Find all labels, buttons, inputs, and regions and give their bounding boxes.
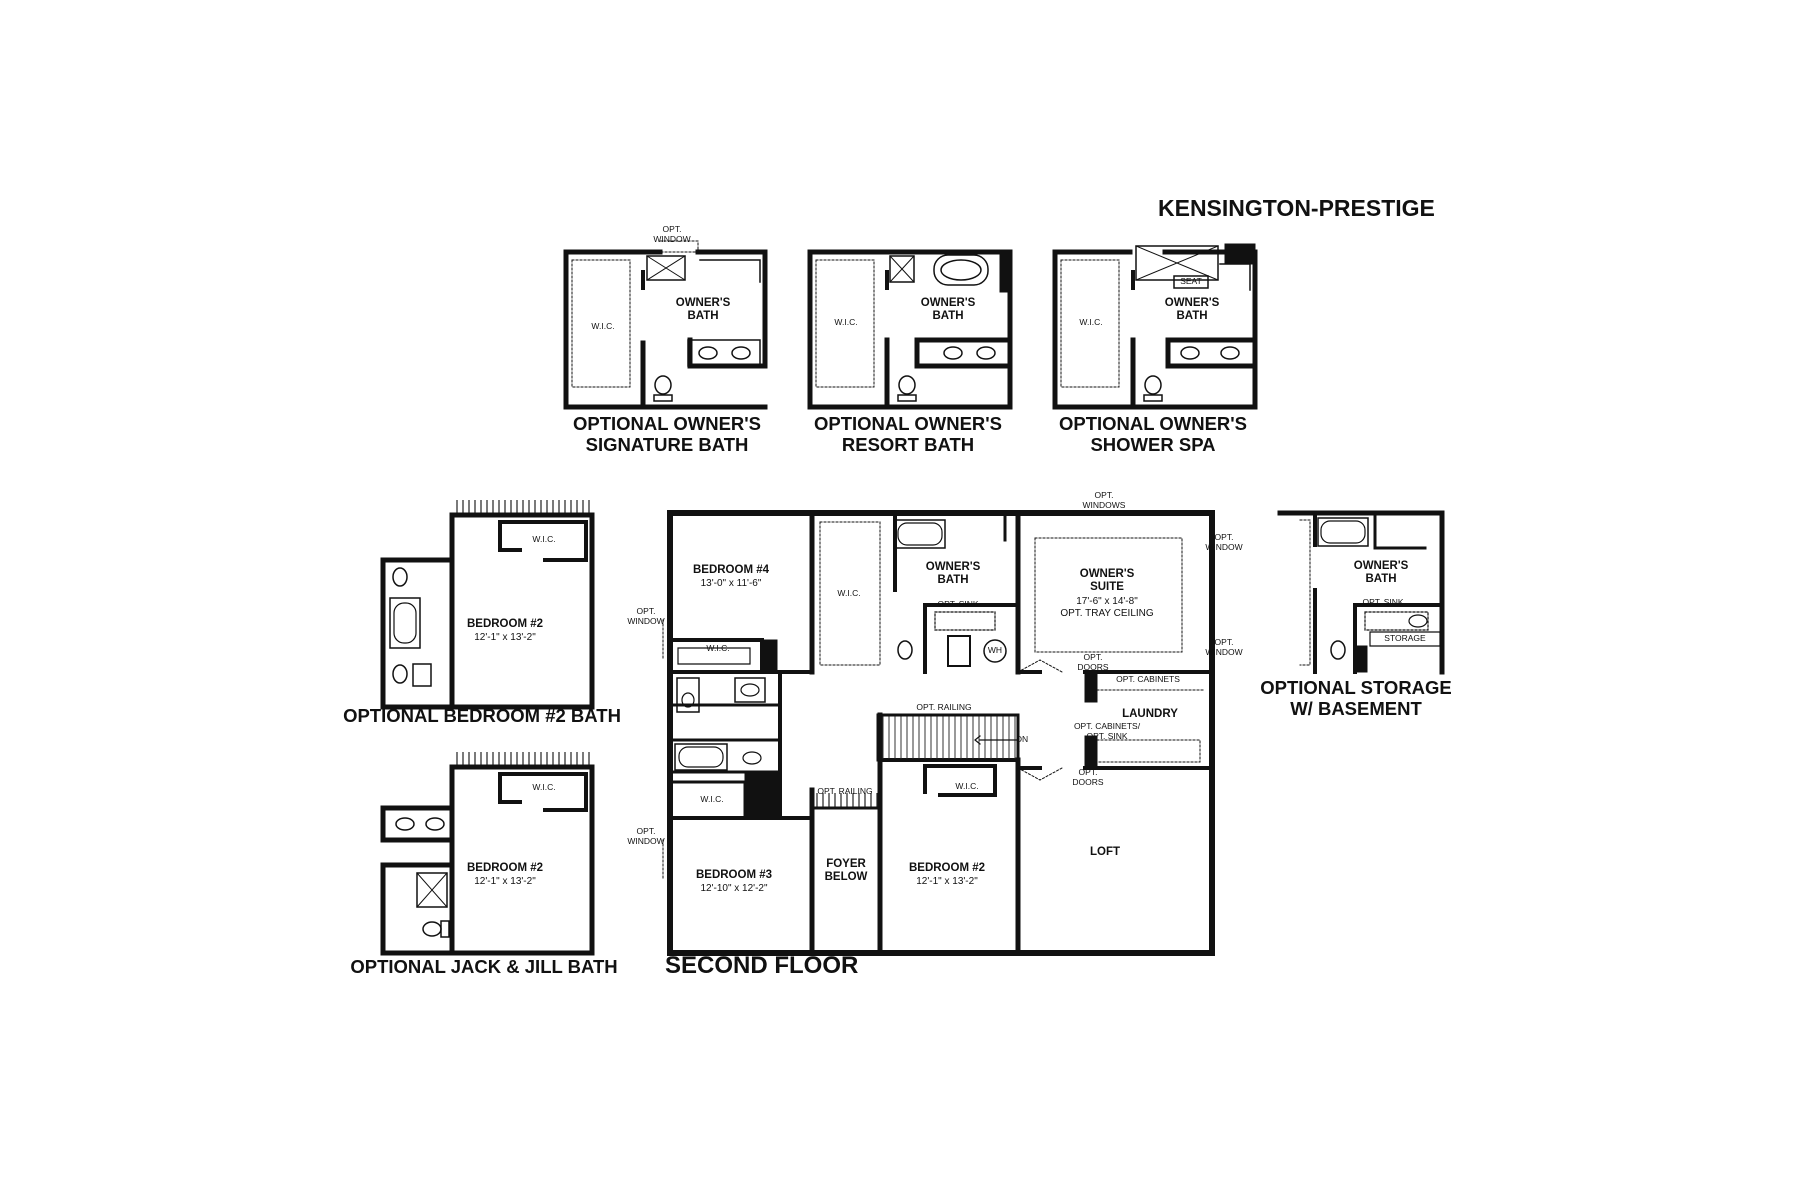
loft-opt-doors-label: OPT. DOORS	[1072, 767, 1104, 787]
suite-opt-windows-label: OPT. WINDOWS	[1082, 490, 1126, 510]
owners-suite-tray-ceiling: OPT. TRAY CEILING	[1060, 608, 1154, 619]
signature-wic-label: W.I.C.	[591, 321, 615, 331]
jack-jill-wic-label: W.I.C.	[532, 782, 556, 792]
resort-wic-label: W.I.C.	[834, 317, 858, 327]
shower-spa-plan	[1052, 243, 1258, 410]
signature-opt-window-label: OPT. WINDOW	[653, 224, 691, 244]
jack-jill-bath-caption: OPTIONAL JACK & JILL BATH	[350, 956, 618, 977]
second-floor-caption: SECOND FLOOR	[665, 952, 859, 979]
second-floor-plan	[667, 510, 1215, 956]
plan-title: KENSINGTON-PRESTIGE	[1158, 195, 1435, 221]
shower-spa-owners-bath-label: OWNER'S BATH	[1164, 297, 1220, 322]
laundry-label: LAUNDRY	[1122, 708, 1178, 720]
owners-opt-sink-label: OPT. SINK	[937, 599, 979, 609]
bedroom4-dimensions: 13'-0" x 11'-6"	[700, 578, 762, 589]
bedroom2-wic-label: W.I.C.	[955, 781, 979, 791]
shower-spa-seat-label: SEAT	[1180, 276, 1202, 286]
bedroom3-dimensions: 12'-10" x 12'-2"	[700, 883, 768, 894]
stair-opt-railing-label: OPT. RAILING	[916, 702, 972, 712]
opt-bedroom2-dimensions: 12'-1" x 13'-2"	[474, 632, 536, 643]
shower-spa-caption: OPTIONAL OWNER'S SHOWER SPA	[1058, 413, 1248, 455]
jack-jill-bedroom2-label: BEDROOM #2	[466, 862, 544, 874]
suite-opt-doors-label: OPT. DOORS	[1077, 652, 1109, 672]
storage-plan	[1277, 510, 1445, 675]
resort-owners-bath-label: OWNER'S BATH	[920, 297, 976, 322]
signature-bath-caption: OPTIONAL OWNER'S SIGNATURE BATH	[572, 413, 762, 455]
bedroom4-label: BEDROOM #4	[692, 564, 770, 576]
resort-bath-caption: OPTIONAL OWNER'S RESORT BATH	[813, 413, 1003, 455]
jack-jill-bedroom2-dimensions: 12'-1" x 13'-2"	[474, 876, 536, 887]
signature-owners-bath-label: OWNER'S BATH	[675, 297, 731, 322]
owners-suite-dimensions: 17'-6" x 14'-8"	[1076, 596, 1138, 607]
storage-label: STORAGE	[1384, 633, 1426, 643]
bedroom4-wic-label: W.I.C.	[706, 643, 730, 653]
bedroom2-dimensions: 12'-1" x 13'-2"	[916, 876, 978, 887]
bedroom3-wic-label: W.I.C.	[700, 794, 724, 804]
resort-bath-plan	[807, 249, 1013, 410]
owners-bath-label: OWNER'S BATH	[925, 561, 981, 586]
bedroom4-opt-window-label: OPT. WINDOW	[627, 606, 665, 626]
storage-caption: OPTIONAL STORAGE W/ BASEMENT	[1260, 677, 1452, 719]
laundry-opt-cabinets-label: OPT. CABINETS	[1116, 674, 1180, 684]
storage-owners-bath-label: OWNER'S BATH	[1353, 560, 1409, 585]
suite-opt-window-label-2: OPT. WINDOW	[1205, 637, 1243, 657]
bedroom3-opt-window-label: OPT. WINDOW	[627, 826, 665, 846]
foyer-opt-railing-label: OPT. RAILING	[817, 786, 873, 796]
bedroom2-label: BEDROOM #2	[908, 862, 986, 874]
loft-label: LOFT	[1089, 846, 1121, 858]
suite-opt-window-label-1: OPT. WINDOW	[1205, 532, 1243, 552]
owners-suite-label: OWNER'S SUITE	[1079, 568, 1135, 593]
owners-wic-label: W.I.C.	[837, 588, 861, 598]
opt-bedroom2-label: BEDROOM #2	[466, 618, 544, 630]
opt-bedroom2-bath-caption: OPTIONAL BEDROOM #2 BATH	[343, 705, 621, 726]
laundry-opt-cabinets-sink-label: OPT. CABINETS/ OPT. SINK	[1073, 721, 1141, 741]
storage-opt-sink-label: OPT. SINK	[1362, 597, 1404, 607]
shower-spa-wic-label: W.I.C.	[1079, 317, 1103, 327]
bedroom3-label: BEDROOM #3	[695, 869, 773, 881]
signature-bath-plan	[563, 240, 768, 410]
stairs-down-label: DN	[1015, 734, 1029, 744]
foyer-below-label: FOYER BELOW	[824, 858, 868, 883]
water-heater-label: WH	[987, 645, 1003, 655]
bedroom2-bath-plan	[380, 500, 595, 710]
jack-jill-plan	[380, 752, 595, 956]
opt-bedroom2-wic-label: W.I.C.	[532, 534, 556, 544]
